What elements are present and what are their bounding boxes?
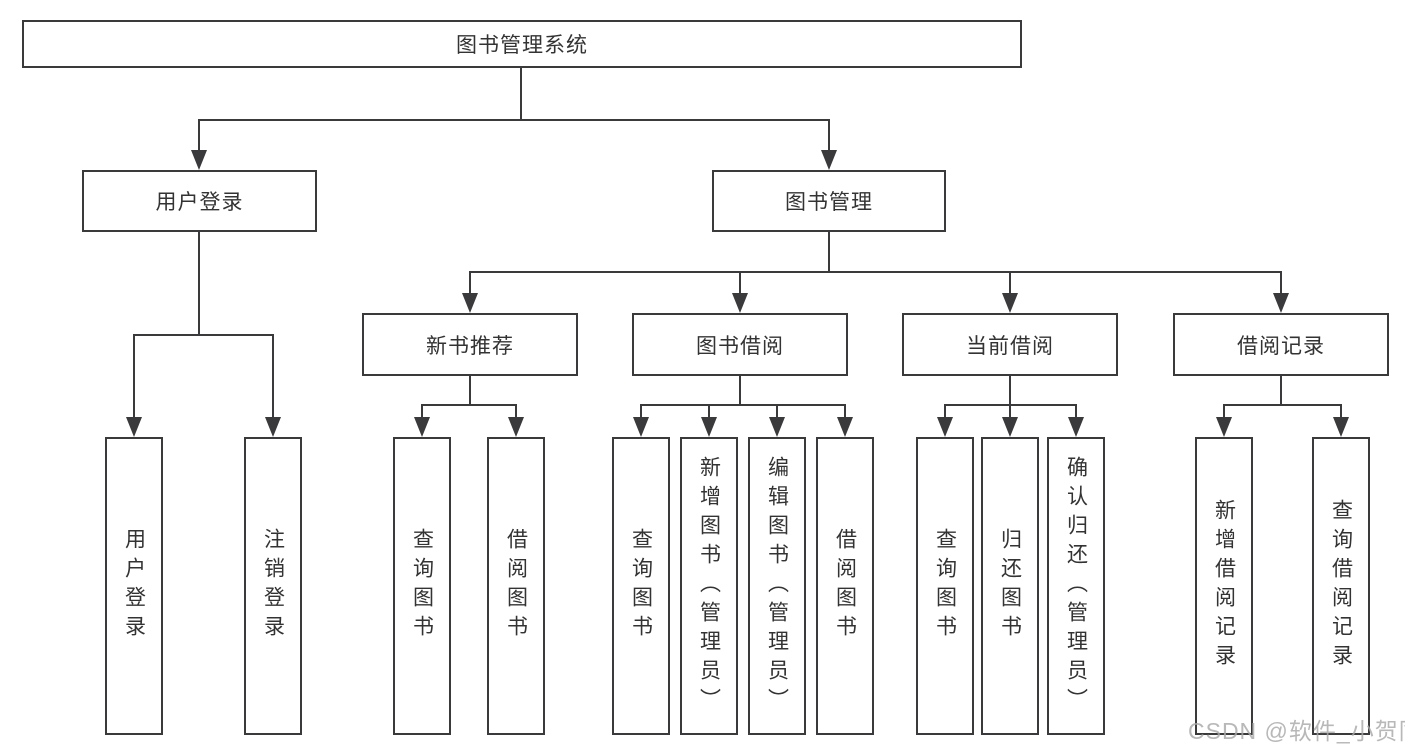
node-label: 图书借阅 xyxy=(696,334,784,358)
leaf-edit-book-admin: 编辑图书（管理员） xyxy=(748,437,806,735)
arrow-down-icon xyxy=(1002,417,1018,437)
connector-line xyxy=(844,404,846,418)
arrow-down-icon xyxy=(126,417,142,437)
leaf-return-books: 归还图书 xyxy=(981,437,1039,735)
connector-line xyxy=(640,404,642,418)
connector-line xyxy=(515,404,517,418)
connector-line xyxy=(739,271,741,295)
node-user-login: 用户登录 xyxy=(82,170,317,232)
leaf-label: 确认归还（管理员） xyxy=(1064,455,1088,717)
connector-line xyxy=(272,334,274,418)
node-label: 图书管理 xyxy=(785,191,873,214)
node-label: 当前借阅 xyxy=(966,334,1054,358)
node-book-borrowing: 图书借阅 xyxy=(632,313,848,376)
connector-line xyxy=(133,334,274,336)
connector-line xyxy=(708,404,710,418)
arrow-down-icon xyxy=(462,293,478,313)
leaf-label: 借阅图书 xyxy=(504,528,528,644)
arrow-down-icon xyxy=(1273,293,1289,313)
connector-line xyxy=(1223,404,1225,418)
leaf-borrow-books-borrowing: 借阅图书 xyxy=(816,437,874,735)
connector-line xyxy=(828,232,830,273)
leaf-label: 归还图书 xyxy=(998,528,1022,644)
leaf-label: 新增图书（管理员） xyxy=(697,455,721,717)
connector-line xyxy=(421,404,517,406)
connector-line xyxy=(1009,271,1011,295)
arrow-down-icon xyxy=(769,417,785,437)
connector-line xyxy=(739,376,741,406)
connector-line xyxy=(1009,404,1011,418)
connector-line xyxy=(1340,404,1342,418)
connector-line xyxy=(944,404,946,418)
node-label: 用户登录 xyxy=(155,191,244,214)
node-current-borrowing: 当前借阅 xyxy=(902,313,1118,376)
arrow-down-icon xyxy=(937,417,953,437)
arrow-down-icon xyxy=(837,417,853,437)
leaf-label: 编辑图书（管理员） xyxy=(765,455,789,717)
arrow-down-icon xyxy=(1216,417,1232,437)
leaf-add-book-admin: 新增图书（管理员） xyxy=(680,437,738,735)
connector-line xyxy=(828,119,830,152)
connector-line xyxy=(640,404,846,406)
arrow-down-icon xyxy=(414,417,430,437)
connector-line xyxy=(1009,376,1011,406)
connector-line xyxy=(1280,271,1282,295)
connector-line xyxy=(198,232,200,336)
leaf-label: 查询图书 xyxy=(629,528,653,644)
arrow-down-icon xyxy=(633,417,649,437)
leaf-label: 新增借阅记录 xyxy=(1212,499,1236,673)
connector-line xyxy=(776,404,778,418)
connector-line xyxy=(198,119,830,121)
node-label: 图书管理系统 xyxy=(456,34,588,57)
arrow-down-icon xyxy=(265,417,281,437)
leaf-label: 查询图书 xyxy=(410,528,434,644)
connector-line xyxy=(133,334,135,418)
node-book-management: 图书管理 xyxy=(712,170,946,232)
csdn-watermark: CSDN @软件_小贺同学 xyxy=(1188,718,1405,744)
connector-line xyxy=(469,271,1282,273)
leaf-label: 查询图书 xyxy=(933,528,957,644)
arrow-down-icon xyxy=(1333,417,1349,437)
leaf-query-books-borrowing: 查询图书 xyxy=(612,437,670,735)
arrow-down-icon xyxy=(701,417,717,437)
leaf-label: 注销登录 xyxy=(261,528,285,644)
leaf-query-borrow-record: 查询借阅记录 xyxy=(1312,437,1370,735)
node-label: 新书推荐 xyxy=(426,334,514,358)
connector-line xyxy=(198,119,200,152)
connector-line xyxy=(469,376,471,406)
node-new-book-recommendation: 新书推荐 xyxy=(362,313,578,376)
leaf-query-books-recommend: 查询图书 xyxy=(393,437,451,735)
arrow-down-icon xyxy=(821,150,837,170)
arrow-down-icon xyxy=(508,417,524,437)
leaf-logout: 注销登录 xyxy=(244,437,302,735)
leaf-label: 借阅图书 xyxy=(833,528,857,644)
connector-line xyxy=(421,404,423,418)
connector-line xyxy=(1280,376,1282,406)
leaf-add-borrow-record: 新增借阅记录 xyxy=(1195,437,1253,735)
arrow-down-icon xyxy=(1002,293,1018,313)
arrow-down-icon xyxy=(191,150,207,170)
connector-line xyxy=(1075,404,1077,418)
leaf-label: 用户登录 xyxy=(122,528,146,644)
node-label: 借阅记录 xyxy=(1237,334,1325,358)
leaf-label: 查询借阅记录 xyxy=(1329,499,1353,673)
connector-line xyxy=(1223,404,1342,406)
leaf-user-login: 用户登录 xyxy=(105,437,163,735)
leaf-confirm-return-admin: 确认归还（管理员） xyxy=(1047,437,1105,735)
leaf-borrow-books-recommend: 借阅图书 xyxy=(487,437,545,735)
arrow-down-icon xyxy=(732,293,748,313)
connector-line xyxy=(520,68,522,120)
arrow-down-icon xyxy=(1068,417,1084,437)
node-borrowing-records: 借阅记录 xyxy=(1173,313,1389,376)
connector-line xyxy=(469,271,471,295)
leaf-query-books-current: 查询图书 xyxy=(916,437,974,735)
node-library-management-system: 图书管理系统 xyxy=(22,20,1022,68)
